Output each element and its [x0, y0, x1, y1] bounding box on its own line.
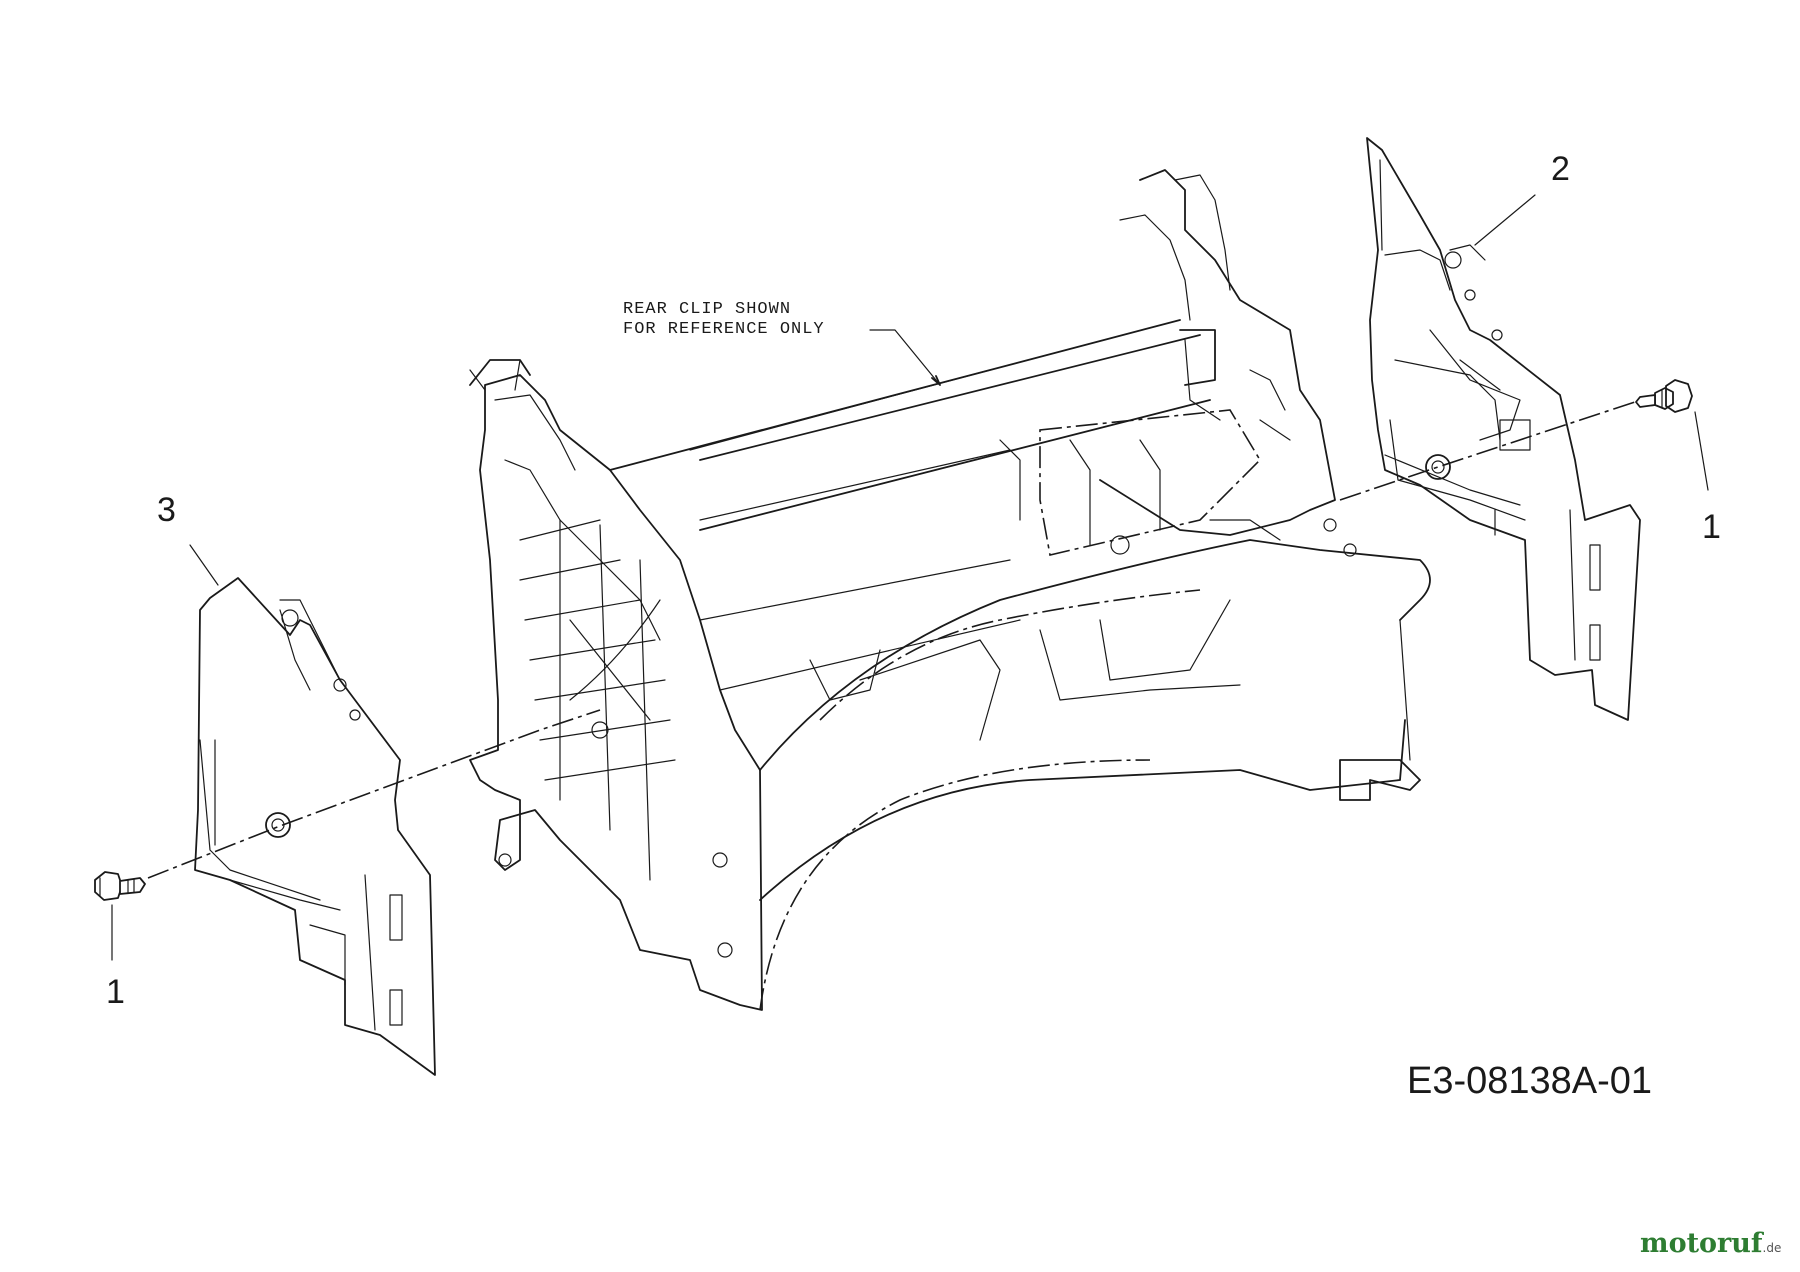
note-leader-line — [869, 329, 941, 386]
right-assembly-centerline — [1339, 401, 1636, 501]
watermark: motoruf.de — [1640, 1230, 1781, 1257]
drawing-code: E3-08138A-01 — [1407, 1060, 1653, 1102]
left-bolt-part — [94, 871, 146, 901]
reference-note-line-2: FOR REFERENCE ONLY — [623, 320, 825, 339]
left-bracket-part — [194, 577, 436, 1076]
rear-clip-frame — [469, 169, 1431, 1011]
watermark-name: motoruf — [1640, 1228, 1763, 1259]
note-leader-arrow — [931, 375, 941, 386]
callout-1-right-bolt: 1 — [1702, 508, 1721, 546]
reference-note: REAR CLIP SHOWN FOR REFERENCE ONLY — [623, 300, 825, 340]
leader-line-1-right — [1694, 411, 1709, 491]
right-bolt-part — [1635, 379, 1693, 413]
reference-note-line-1: REAR CLIP SHOWN — [623, 300, 792, 319]
leader-line-2 — [1474, 194, 1536, 246]
leader-line-3 — [189, 544, 219, 586]
watermark-domain: .de — [1762, 1241, 1782, 1255]
left-assembly-centerline — [147, 709, 601, 879]
callout-2-right-bracket: 2 — [1551, 150, 1570, 188]
callout-3-left-bracket: 3 — [157, 491, 176, 529]
right-bracket-part — [1366, 137, 1641, 721]
callout-1-left-bolt: 1 — [106, 973, 125, 1011]
